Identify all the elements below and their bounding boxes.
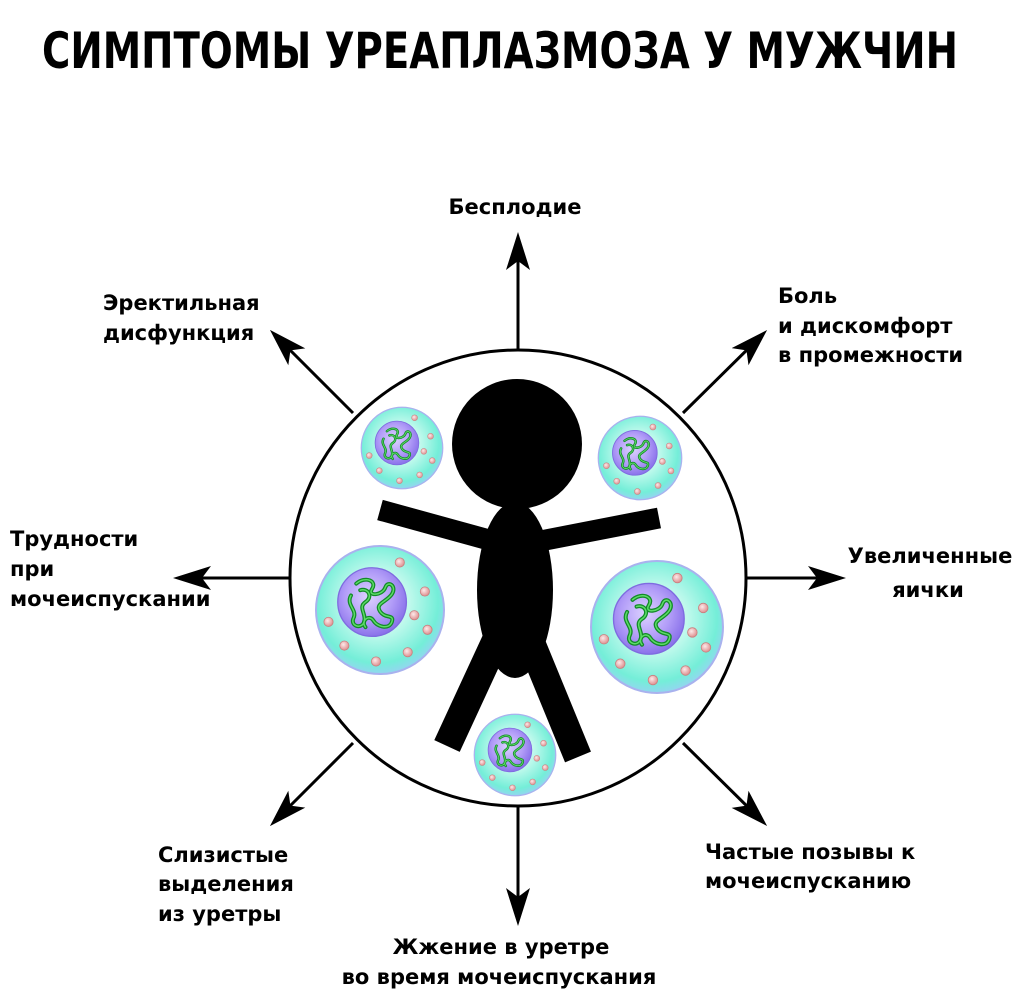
urethral-burning-label-line-2: во время мочеиспускания: [342, 965, 657, 989]
arrow-mucous-discharge: [269, 741, 355, 827]
arrows: [173, 232, 846, 926]
figure-left-leg: [434, 634, 509, 752]
figure-left-arm: [377, 499, 503, 554]
enlarged-testicles-label-line-1: Увеличенные: [848, 544, 1013, 568]
erectile-dysfunction-label-line-2: дисфункция: [103, 321, 254, 345]
page-title: СИМПТОМЫ УРЕАПЛАЗМОЗА У МУЖЧИН: [42, 22, 958, 80]
perineal-pain-label-line-3: в промежности: [778, 343, 963, 367]
symptom-label-frequent-urge: Частые позывы к мочеиспусканию: [705, 840, 915, 893]
symptom-label-infertility: Бесплодие: [449, 195, 582, 219]
symptom-label-urethral-burning: Жжение в уретре во время мочеиспускания: [342, 935, 657, 989]
enlarged-testicles-label-line-2: яички: [892, 578, 964, 602]
cell-bottom: [473, 713, 557, 797]
human-figure: [377, 379, 661, 763]
urination-difficulty-label-line-1: Трудности: [10, 527, 138, 551]
frequent-urge-label-line-1: Частые позывы к: [705, 840, 915, 864]
urination-difficulty-label-line-3: мочеиспускании: [10, 587, 210, 611]
frequent-urge-label-line-2: мочеиспусканию: [705, 869, 911, 893]
urination-difficulty-label-line-2: при: [10, 557, 54, 581]
infertility-label-line-1: Бесплодие: [449, 195, 582, 219]
arrow-erectile-dysfunction: [269, 329, 355, 415]
perineal-pain-label-line-1: Боль: [778, 284, 837, 308]
figure-head: [452, 379, 582, 509]
cell-left-large: [314, 544, 446, 676]
figure-right-arm: [528, 507, 661, 554]
arrow-frequent-urge: [681, 741, 768, 827]
cell-top-left: [360, 406, 444, 490]
symptom-label-perineal-pain: Боль и дискомфорт в промежности: [778, 284, 963, 367]
arrow-perineal-pain: [681, 329, 768, 415]
urethral-burning-label-line-1: Жжение в уретре: [393, 935, 610, 959]
symptom-label-mucous-discharge: Слизистые выделения из уретры: [158, 843, 294, 926]
mucous-discharge-label-line-3: из уретры: [158, 902, 281, 926]
mucous-discharge-label-line-2: выделения: [158, 872, 294, 896]
symptom-label-enlarged-testicles: Увеличенные яички: [848, 544, 1013, 602]
symptom-label-urination-difficulty: Трудности при мочеиспускании: [10, 527, 210, 611]
cell-top-right: [597, 415, 683, 501]
erectile-dysfunction-label-line-1: Эректильная: [103, 291, 260, 315]
mucous-discharge-label-line-1: Слизистые: [158, 843, 288, 867]
cell-right-large: [591, 561, 723, 693]
symptom-label-erectile-dysfunction: Эректильная дисфункция: [103, 291, 260, 345]
perineal-pain-label-line-2: и дискомфорт: [778, 314, 953, 338]
figure-torso: [477, 502, 553, 678]
